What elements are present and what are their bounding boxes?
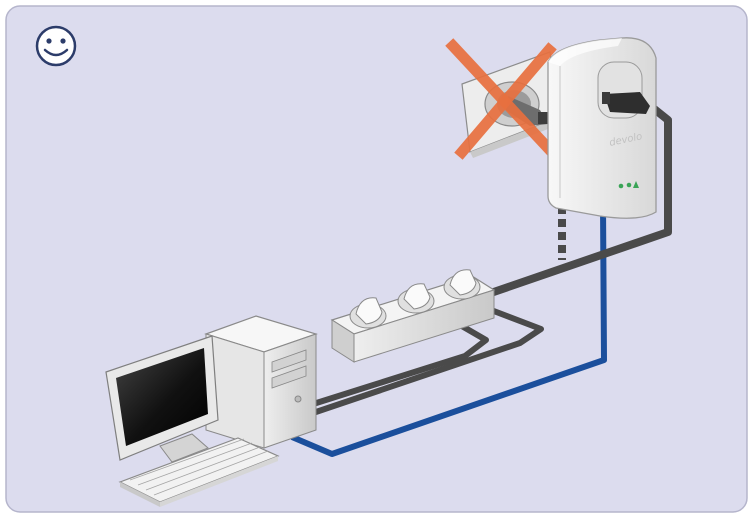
smiley-face-icon [35,25,77,67]
power-strip-icon [330,269,496,363]
adapter-power-cable [478,100,672,300]
keyboard-icon [118,437,280,507]
powerline-adapter-icon: devolo [547,37,657,219]
power-strip-socket [443,269,481,300]
red-x-cross-icon [445,38,557,160]
power-strip-socket [349,297,387,329]
computer-monitor-icon [105,335,219,463]
network-cable [290,203,607,457]
computer-tower-icon [204,315,318,449]
computer-power-cables [307,302,544,417]
power-strip-socket [397,283,435,314]
